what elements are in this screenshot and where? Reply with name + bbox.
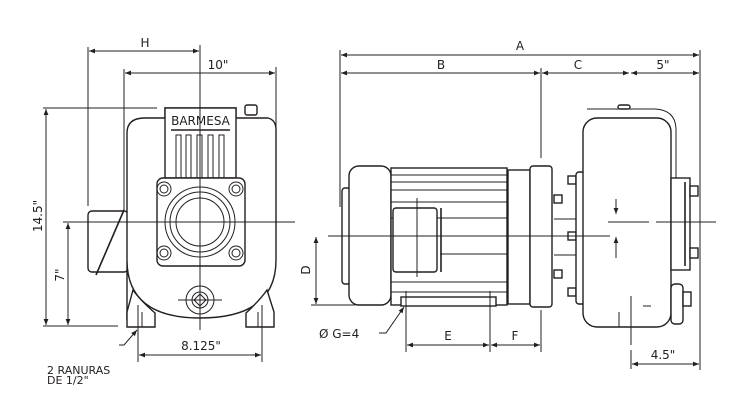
- dim-foot-spacing-label: 8.125": [181, 339, 221, 353]
- motor-housing: [87, 210, 129, 273]
- dim-g-label: Ø G=4: [319, 327, 359, 341]
- dim-f-label: F: [512, 329, 519, 343]
- dim-45-label: 4.5": [651, 348, 676, 362]
- front-view: H 10" 14.5" 7" BARMESA: [31, 36, 295, 387]
- dim-c-label: C: [574, 58, 582, 72]
- dim-d-label: D: [299, 265, 313, 274]
- motor-base: [400, 296, 497, 307]
- dim-width-label: 10": [208, 58, 229, 72]
- discharge-flange: [670, 177, 691, 271]
- dim-h-label: H: [140, 36, 149, 50]
- terminal-box: [392, 207, 438, 273]
- dim-height-label: 14.5": [31, 200, 45, 232]
- brand-logo: BARMESA: [171, 114, 231, 128]
- slot-note-line2: DE 1/2": [47, 374, 89, 387]
- slot-note-line1: 2 RANURAS: [47, 364, 110, 377]
- dim-center-height-label: 7": [53, 268, 67, 281]
- side-view: A B C 5": [299, 39, 716, 370]
- foot-left: [126, 288, 156, 328]
- dim-b-label: B: [437, 58, 445, 72]
- foot-right: [245, 288, 275, 328]
- flange-bolts: [156, 181, 244, 261]
- dim-5-label: 5": [656, 58, 669, 72]
- dim-e-label: E: [444, 329, 452, 343]
- dim-a-label: A: [516, 39, 525, 53]
- priming-plug: [244, 104, 258, 116]
